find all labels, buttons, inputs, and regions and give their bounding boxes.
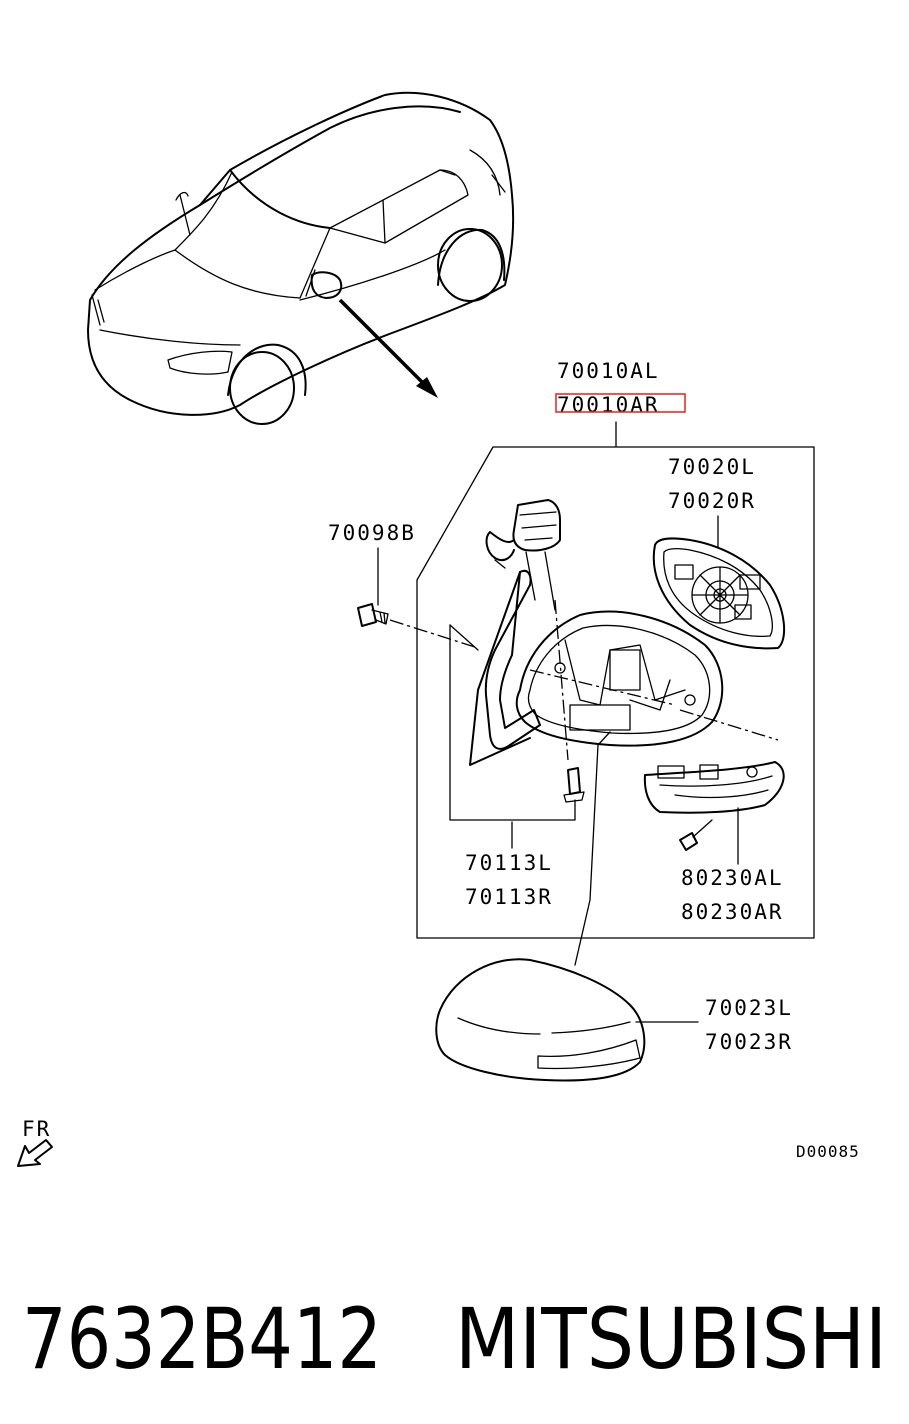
diagram-code: D00085 xyxy=(796,1142,860,1161)
callout-cap-left: 70023L xyxy=(705,996,793,1020)
front-direction-indicator: FR xyxy=(17,1117,53,1167)
turn-lamp: 80230AL 80230AR xyxy=(643,761,785,924)
part-number: 7632B412 xyxy=(22,1290,382,1388)
mirror-housing xyxy=(515,599,779,966)
mirror-glass: 70020L 70020R xyxy=(652,455,786,650)
glass-actuator xyxy=(674,564,761,624)
mirror-cap: 70023L 70023R xyxy=(435,958,793,1082)
arrow-down-left-icon xyxy=(17,1139,53,1167)
pointer-arrow xyxy=(338,298,438,398)
screw-part: 70098B xyxy=(328,521,479,649)
callout-glass-left: 70020L xyxy=(668,455,756,479)
callout-glass-right: 70020R xyxy=(668,489,756,513)
base-cover: 70113L 70113R xyxy=(449,569,585,909)
direction-label: FR xyxy=(22,1117,51,1141)
highlight-box xyxy=(555,393,686,413)
callout-base-cover-left: 70113L xyxy=(465,851,553,875)
callout-screw: 70098B xyxy=(328,521,416,545)
callout-lamp-left: 80230AL xyxy=(681,866,784,890)
callout-assembly-right: 70010AR xyxy=(557,393,660,417)
mirror-motor xyxy=(485,499,561,611)
callout-base-cover-right: 70113R xyxy=(465,885,553,909)
assembly-callout: 70010AL 70010AR xyxy=(555,359,686,447)
assembly-boundary xyxy=(416,446,815,939)
callout-lamp-right: 80230AR xyxy=(681,900,784,924)
callout-cap-right: 70023R xyxy=(705,1030,793,1054)
callout-assembly-left: 70010AL xyxy=(557,359,660,383)
brand-name: MITSUBISHI xyxy=(455,1290,887,1388)
vehicle-illustration xyxy=(87,91,515,425)
